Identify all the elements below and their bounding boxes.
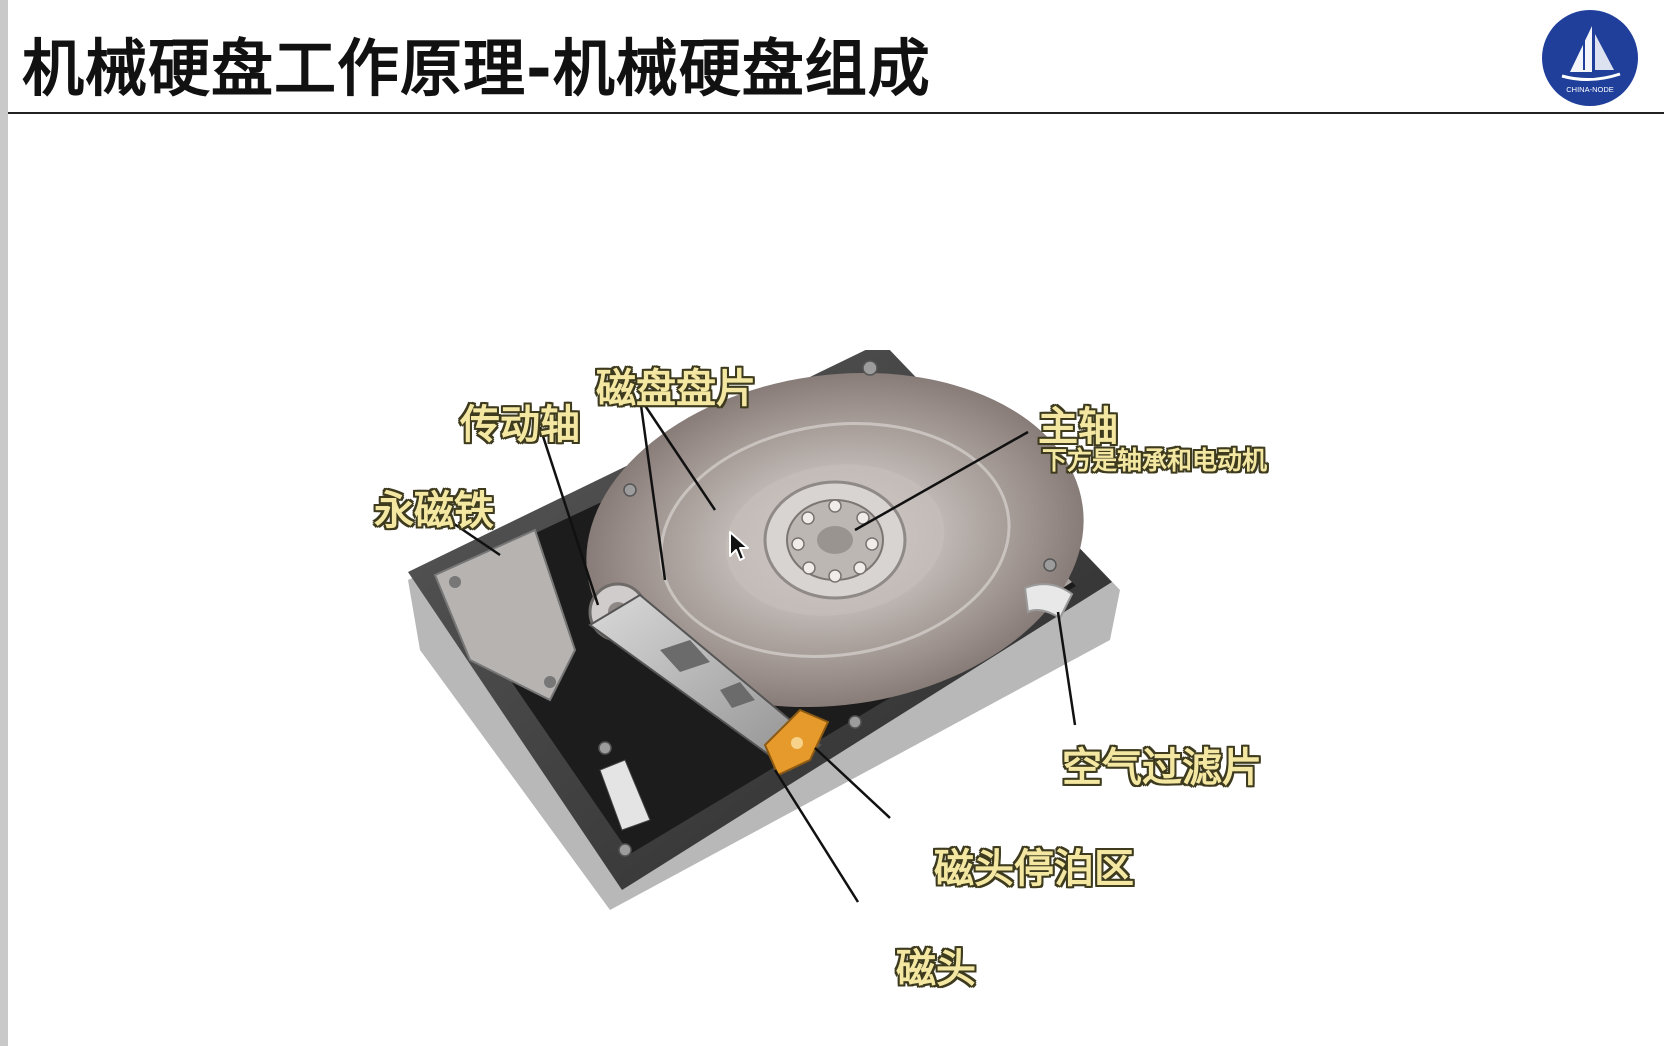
actuator-arm: [588, 593, 822, 772]
hard-disk-illustration: [408, 350, 1120, 910]
mouse-cursor-icon: [728, 530, 752, 562]
permanent-magnet: [433, 528, 577, 702]
label-actuator-axis: 传动轴: [460, 402, 580, 448]
title-divider: [8, 112, 1664, 114]
label-leader-lines: [437, 397, 1077, 903]
label-platter: 磁盘盘片: [596, 366, 756, 412]
label-spindle-note: 下方是轴承和电动机: [1042, 446, 1268, 475]
label-head: 磁头: [896, 946, 976, 992]
window-left-edge: [0, 0, 8, 1046]
china-node-logo: CHINA-NODE: [1540, 8, 1640, 108]
label-magnet: 永磁铁: [374, 488, 494, 534]
label-head-parking: 磁头停泊区: [934, 846, 1134, 892]
label-spindle: 主轴: [1038, 404, 1118, 450]
page-title: 机械硬盘工作原理-机械硬盘组成: [22, 32, 931, 105]
logo-text: CHINA-NODE: [1566, 85, 1614, 94]
label-air-filter: 空气过滤片: [1062, 745, 1262, 791]
barcode-label: [599, 759, 651, 831]
hard-disk-diagram: 磁盘盘片 传动轴 永磁铁 主轴 下方是轴承和电动机 空气过滤片 磁头停泊区 磁头: [360, 350, 1310, 1000]
